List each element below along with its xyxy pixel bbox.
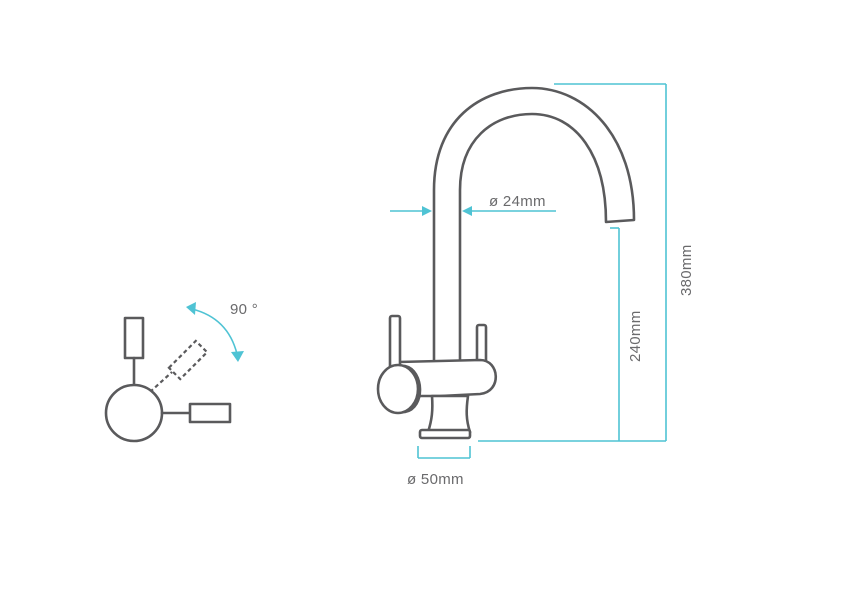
rotation-arrow-head-end bbox=[231, 351, 244, 362]
tap-side-view bbox=[376, 86, 636, 440]
lever-upright bbox=[123, 316, 145, 360]
tap-neck bbox=[426, 394, 472, 434]
lever-rotated-ghost bbox=[149, 339, 209, 393]
spout-right-arrow bbox=[462, 206, 472, 216]
lever-open bbox=[188, 402, 232, 424]
dimension-lines: ø 24mm 380mm 240mm ø 50mm bbox=[390, 83, 695, 488]
lever-rotation-view: 90 ° bbox=[104, 301, 258, 443]
height-total-label: 380mm bbox=[678, 244, 695, 296]
rotation-arrow-head-start bbox=[186, 302, 196, 315]
rotation-arc-arrow bbox=[191, 308, 238, 355]
left-knob bbox=[376, 363, 420, 415]
tap-base bbox=[418, 428, 472, 440]
rotation-label: 90 ° bbox=[230, 301, 258, 318]
left-lever-handle bbox=[388, 314, 402, 374]
spout-left-arrow bbox=[422, 206, 432, 216]
height-spout-label: 240mm bbox=[627, 310, 644, 362]
spout-diameter-label: ø 24mm bbox=[489, 193, 546, 210]
tap-base-top-view bbox=[104, 383, 164, 443]
base-diameter-label: ø 50mm bbox=[407, 471, 464, 488]
spout bbox=[432, 86, 636, 367]
